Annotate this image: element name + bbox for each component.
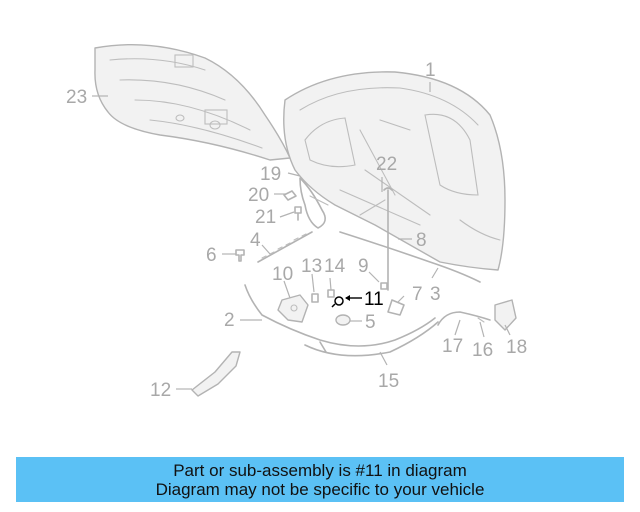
callout-19: 19 (260, 164, 281, 185)
callout-labels: 1 2 3 4 5 6 7 8 9 10 11 12 13 14 15 16 1… (66, 60, 527, 401)
support-rod (359, 187, 393, 291)
cable-15 (304, 321, 439, 357)
hood-insulator-pad (94, 43, 291, 161)
callout-3: 3 (430, 284, 441, 305)
callout-15: 15 (378, 371, 399, 392)
callout-14: 14 (324, 256, 346, 277)
clip-14 (327, 289, 335, 298)
weatherstrip (339, 231, 481, 283)
banner-line-part: Part or sub-assembly is #11 in diagram (173, 460, 467, 480)
hood-panel (283, 71, 506, 271)
release-handle (437, 299, 517, 331)
part-11-bumper (331, 296, 344, 308)
callout-6: 6 (206, 245, 217, 266)
hood-latch (277, 294, 309, 323)
clip-6 (235, 249, 245, 262)
bolt-21 (294, 206, 302, 221)
callout-23: 23 (66, 87, 87, 108)
callout-17: 17 (442, 336, 463, 357)
info-banner: Part or sub-assembly is #11 in diagram D… (16, 457, 624, 502)
release-cable (244, 284, 436, 353)
callout-7: 7 (412, 284, 423, 305)
callout-2: 2 (224, 310, 235, 331)
callout-8: 8 (416, 230, 427, 251)
grommet-5 (335, 314, 351, 326)
callout-1: 1 (425, 60, 436, 81)
bolt-20 (283, 190, 297, 201)
clip-13 (311, 293, 319, 303)
callout-11: 11 (364, 289, 384, 310)
callout-9: 9 (358, 256, 369, 277)
seal-strip (257, 231, 313, 263)
hood-hinge (299, 177, 329, 229)
bumper-9 (380, 282, 388, 290)
parts-diagram: 1 2 3 4 5 6 7 8 9 10 11 12 13 14 15 16 1… (66, 43, 527, 401)
callout-4: 4 (250, 230, 261, 251)
callout-22: 22 (376, 154, 397, 175)
banner-line-disclaimer: Diagram may not be specific to your vehi… (155, 479, 485, 499)
leader-lines (92, 82, 511, 390)
callout-21: 21 (255, 207, 276, 228)
callout-10: 10 (272, 264, 293, 285)
callout-16: 16 (472, 340, 493, 361)
callout-5: 5 (365, 312, 376, 333)
bracket-7 (387, 299, 405, 316)
safety-catch (191, 351, 241, 397)
callout-18: 18 (506, 337, 527, 358)
callout-20: 20 (248, 185, 269, 206)
callout-13: 13 (301, 256, 322, 277)
callout-12: 12 (150, 380, 171, 401)
